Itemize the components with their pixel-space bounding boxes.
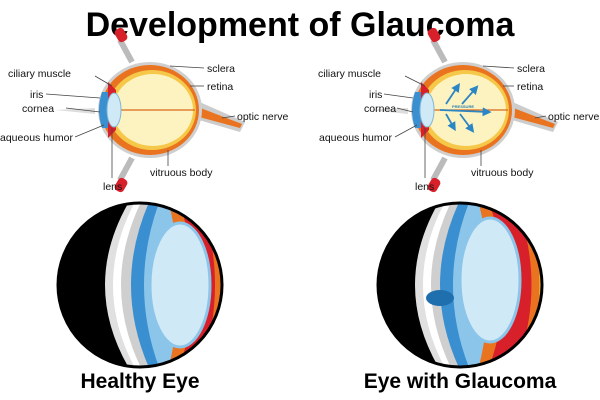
label-cornea: cornea (364, 103, 396, 115)
label-ciliary-muscle: ciliary muscle (8, 68, 71, 80)
pressure-arrows (439, 83, 492, 133)
label-optic-nerve: optic nerve (548, 111, 600, 123)
label-aqueous-humor: aqueous humor (319, 132, 392, 144)
healthy-eye-caption: Healthy Eye (80, 370, 199, 393)
glaucoma-eye-caption: Eye with Glaucoma (364, 370, 557, 393)
label-ciliary-muscle: ciliary muscle (318, 68, 381, 80)
label-sclera: sclera (207, 63, 235, 75)
label-iris: iris (369, 89, 382, 101)
healthy-eye-closeup (58, 203, 222, 367)
page-title: Development of Glaucoma (86, 6, 516, 44)
label-iris: iris (30, 89, 43, 101)
label-cornea: cornea (22, 103, 54, 115)
glaucoma-eye-labels: ciliary muscle iris cornea aqueous humor… (318, 63, 600, 193)
label-lens: lens (103, 181, 122, 193)
label-aqueous-humor: aqueous humor (0, 132, 73, 144)
label-sclera: sclera (517, 63, 545, 75)
glaucoma-eye-closeup (378, 203, 542, 367)
healthy-eye-labels: ciliary muscle iris cornea aqueous humor… (0, 63, 289, 193)
label-retina: retina (517, 81, 543, 93)
label-lens: lens (415, 181, 434, 193)
glaucoma-eye-cross-section: PRESSURE (368, 26, 558, 193)
label-vitruous-body: vitruous body (150, 167, 213, 179)
label-vitruous-body: vitruous body (471, 167, 534, 179)
pressure-label: PRESSURE (452, 104, 474, 109)
label-retina: retina (207, 81, 233, 93)
label-optic-nerve: optic nerve (237, 111, 289, 123)
